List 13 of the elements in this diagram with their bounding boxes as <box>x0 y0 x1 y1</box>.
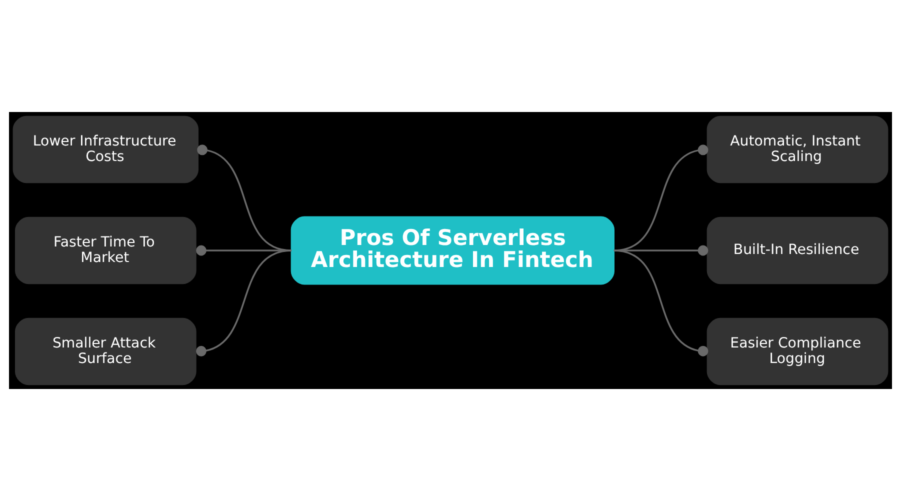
node-box: Lower Infrastructure Costs <box>12 115 198 183</box>
connector <box>613 144 708 251</box>
node-box: Pros Of Serverless Architecture In Fintech <box>290 216 614 284</box>
node-box: Faster Time To Market <box>14 216 196 284</box>
connector <box>196 244 291 256</box>
connector <box>613 249 708 356</box>
connector <box>196 249 291 356</box>
node-box: Easier Compliance Logging <box>706 317 888 385</box>
connector <box>613 244 708 256</box>
node-box: Automatic, Instant Scaling <box>706 115 888 183</box>
connector <box>196 144 291 251</box>
node-box: Built-In Resilience <box>706 216 888 284</box>
node-box: Smaller Attack Surface <box>14 317 196 385</box>
